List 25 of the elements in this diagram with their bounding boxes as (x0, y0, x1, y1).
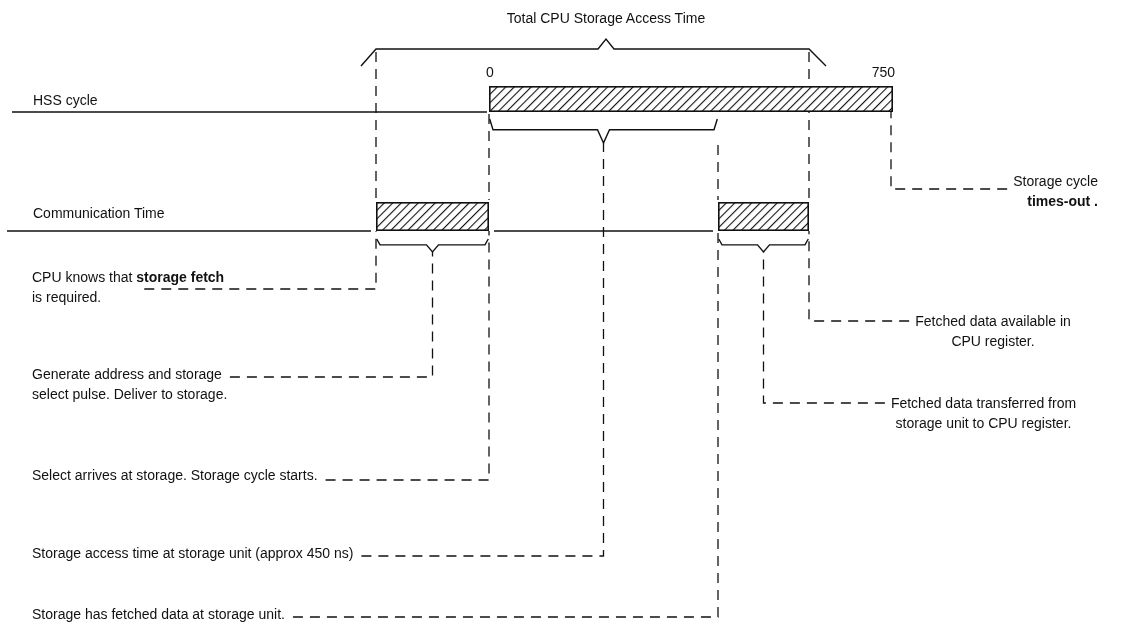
signal-name: HSS cycle (33, 91, 98, 110)
annotation-text: Generate address and storage select pulse. Deliver to storage. (32, 366, 228, 402)
leader-line (360, 142, 605, 557)
annotation-text: Storage access time at storage unit (approx 450 ns) (32, 545, 354, 561)
leader-line (324, 230, 490, 481)
curly-brace (718, 239, 809, 252)
curly-brace (489, 119, 718, 143)
leader-line (292, 230, 719, 618)
leader-line (143, 230, 377, 290)
curly-brace (376, 239, 489, 252)
tick-label: 0 (486, 63, 494, 82)
annotation-text: Storage has fetched data at storage unit. (32, 606, 285, 622)
annotation-text: Fetched data transferred from storage unit to CPU register. (890, 395, 1077, 431)
annotation-text: Storage cycle times-out . (1013, 173, 1098, 209)
annotation-text: Select arrives at storage. Storage cycle starts. (32, 467, 318, 483)
leader-line (808, 230, 910, 322)
tick-label: 750 (870, 63, 895, 82)
timing-bar (376, 202, 489, 231)
leader-line (229, 251, 434, 378)
leader-line (890, 111, 1008, 190)
diagram-title: Total CPU Storage Access Time (506, 9, 706, 28)
signal-name: Communication Time (33, 204, 165, 223)
annotation-text: CPU knows that storage fetch is required. (32, 269, 225, 305)
timing-bar (718, 202, 809, 231)
annotation-text: Fetched data available in CPU register. (915, 313, 1071, 349)
